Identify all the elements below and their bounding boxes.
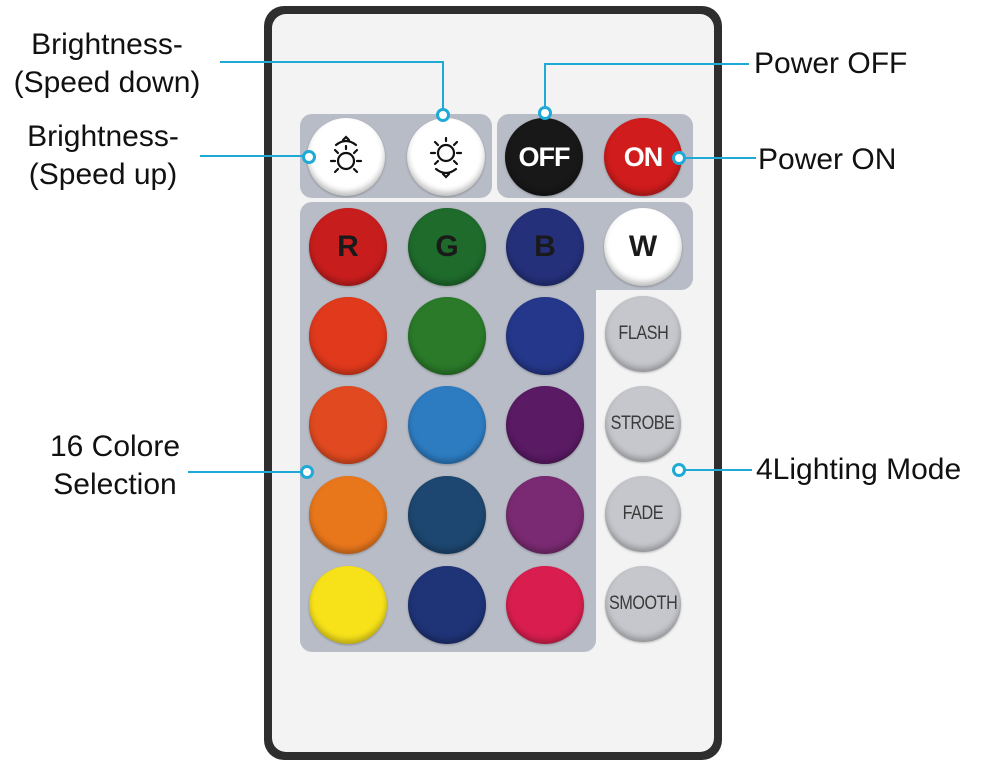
callout-brightness-up: Brightness- (Speed up) — [8, 118, 198, 194]
leader-modes-dot — [672, 463, 686, 477]
color-button[interactable] — [506, 297, 584, 375]
callout-brightness-up-line2: (Speed up) — [28, 158, 178, 191]
white-button[interactable]: W — [604, 208, 682, 286]
brightness-up-button[interactable] — [307, 118, 385, 196]
leader-brightness-down-v — [442, 61, 444, 113]
leader-brightness-down-dot — [436, 108, 450, 122]
white-label: W — [628, 230, 658, 263]
flash-label: FLASH — [618, 323, 668, 344]
fade-label: FADE — [622, 503, 664, 524]
fade-button[interactable]: FADE — [605, 476, 681, 552]
callout-power-on: Power ON — [758, 143, 897, 176]
leader-modes-h — [684, 469, 752, 471]
leader-power-on-h — [682, 157, 756, 159]
color-button[interactable] — [408, 297, 486, 375]
color-button[interactable] — [309, 476, 387, 554]
color-button[interactable] — [506, 386, 584, 464]
leader-power-on-dot — [672, 151, 686, 165]
callout-colors-line2: Selection — [53, 468, 177, 501]
callout-colors-line1: 16 Colore — [49, 430, 181, 463]
callout-colors: 16 Colore Selection — [20, 428, 210, 504]
callout-power-off: Power OFF — [754, 47, 908, 80]
leader-brightness-up-dot — [302, 150, 316, 164]
callout-brightness-down-line2: (Speed down) — [13, 66, 201, 99]
color-button[interactable] — [309, 386, 387, 464]
leader-colors-h — [188, 471, 302, 473]
red-button[interactable]: R — [309, 208, 387, 286]
brightness-down-button[interactable] — [407, 118, 485, 196]
color-button[interactable] — [309, 297, 387, 375]
strobe-label: STROBE — [611, 413, 675, 434]
color-button[interactable] — [506, 566, 584, 644]
leader-brightness-up-h — [200, 155, 304, 157]
power-off-label: OFF — [518, 141, 571, 172]
flash-button[interactable]: FLASH — [605, 296, 681, 372]
sun-up-icon — [329, 135, 363, 174]
power-on-button[interactable]: ON — [604, 118, 682, 196]
sun-down-icon — [429, 136, 463, 179]
color-button[interactable] — [408, 386, 486, 464]
color-button[interactable] — [309, 566, 387, 644]
callout-brightness-up-line1: Brightness- — [27, 120, 179, 153]
callout-modes: 4Lighting Mode — [756, 453, 962, 486]
strobe-button[interactable]: STROBE — [605, 386, 681, 462]
color-button[interactable] — [506, 476, 584, 554]
callout-brightness-down-line1: Brightness- — [31, 28, 183, 61]
smooth-button[interactable]: SMOOTH — [605, 566, 681, 642]
power-on-label: ON — [623, 141, 663, 172]
leader-power-off-h — [545, 63, 749, 65]
leader-power-off-v — [544, 63, 546, 111]
callout-brightness-down: Brightness- (Speed down) — [2, 26, 212, 102]
red-label: R — [337, 230, 359, 263]
smooth-label: SMOOTH — [608, 593, 678, 614]
blue-label: B — [534, 230, 556, 263]
green-button[interactable]: G — [408, 208, 486, 286]
leader-power-off-dot — [538, 106, 552, 120]
leader-colors-dot — [300, 465, 314, 479]
color-button[interactable] — [408, 566, 486, 644]
color-button[interactable] — [408, 476, 486, 554]
leader-brightness-down-h — [220, 61, 444, 63]
green-label: G — [435, 230, 459, 263]
blue-button[interactable]: B — [506, 208, 584, 286]
power-off-button[interactable]: OFF — [505, 118, 583, 196]
